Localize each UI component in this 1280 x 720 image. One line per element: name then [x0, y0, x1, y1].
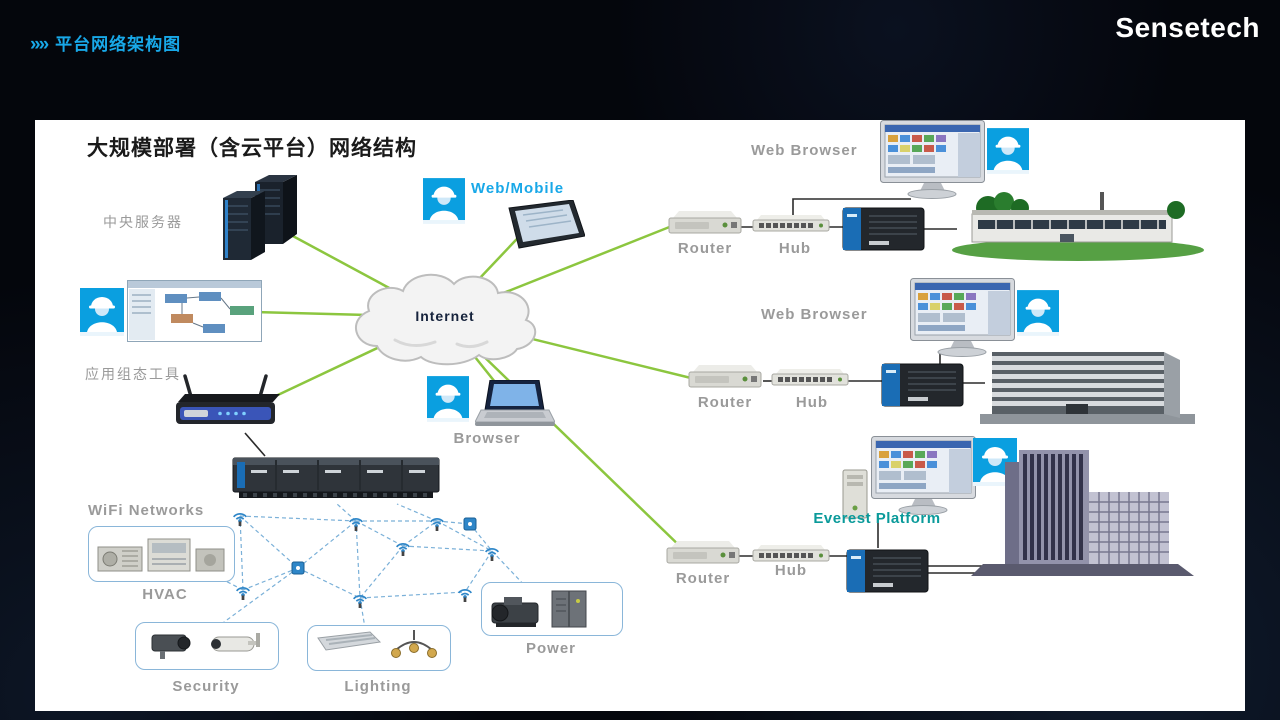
- hub-label: Hub: [778, 240, 812, 257]
- access-point-icon: [463, 517, 477, 531]
- gateway-icon: [880, 360, 965, 410]
- worker-icon: [423, 178, 465, 224]
- hub-label: Hub: [774, 562, 808, 579]
- wifi-node-icon: [427, 511, 447, 531]
- app-config-screenshot: [127, 280, 262, 342]
- power-equipment-icon: [486, 585, 616, 633]
- everest-platform-label: Everest Platform: [813, 510, 941, 527]
- central-server-label: 中央服务器: [103, 214, 183, 230]
- hvac-label: HVAC: [142, 586, 188, 603]
- web-browser-label: Web Browser: [751, 142, 858, 159]
- hub-icon: [751, 214, 831, 236]
- app-tool-label: 应用组态工具: [85, 366, 181, 382]
- worker-icon: [1017, 290, 1059, 336]
- gateway-icon: [845, 546, 930, 596]
- internet-label: Internet: [415, 308, 475, 324]
- router-icon: [685, 364, 765, 394]
- page-title: »» 平台网络架构图: [30, 30, 181, 56]
- hub-icon: [770, 368, 850, 390]
- power-label: Power: [525, 640, 576, 657]
- camera-icon: [140, 625, 275, 667]
- monitor-icon: [871, 436, 976, 516]
- hvac-box: [88, 526, 235, 582]
- router-icon: [665, 210, 745, 240]
- worker-icon: [987, 128, 1029, 174]
- tablet-icon: [503, 200, 585, 252]
- gateway-icon: [841, 204, 926, 254]
- lighting-label: Lighting: [344, 678, 412, 695]
- central-server-icon: [213, 172, 308, 267]
- wifi-node-icon: [230, 506, 250, 526]
- wifi-node-icon: [455, 582, 475, 602]
- worker-icon: [427, 376, 469, 422]
- wifi-node-icon: [346, 511, 366, 531]
- router-icon: [663, 540, 743, 570]
- router-label: Router: [677, 240, 733, 257]
- wifi-node-icon: [233, 580, 253, 600]
- light-fixture-icon: [312, 628, 447, 668]
- diagram-title: 大规模部署（含云平台）网络结构: [87, 137, 417, 160]
- brand-logo: Sensetech: [1115, 12, 1260, 43]
- web-mobile-label: Web/Mobile: [471, 180, 565, 197]
- chevrons-icon: »»: [30, 34, 49, 55]
- security-label: Security: [172, 678, 240, 695]
- wifi-node-icon: [350, 588, 370, 608]
- building-icon: [980, 348, 1195, 430]
- building-icon: [963, 450, 1198, 582]
- page-title-text: 平台网络架构图: [55, 35, 182, 54]
- router-label: Router: [697, 394, 753, 411]
- worker-icon: [80, 288, 124, 336]
- hvac-equipment-icon: [94, 531, 229, 579]
- power-box: [481, 582, 623, 636]
- building-icon: [950, 186, 1205, 264]
- web-browser-label: Web Browser: [761, 306, 868, 323]
- wireless-router-icon: [168, 372, 283, 438]
- lighting-box: [307, 625, 451, 671]
- laptop-icon: [475, 380, 555, 434]
- browser-label: Browser: [453, 430, 521, 447]
- wifi-node-icon: [482, 541, 502, 561]
- plc-controller-icon: [231, 448, 441, 504]
- wifi-networks-label: WiFi Networks: [88, 502, 205, 519]
- wifi-node-icon: [393, 536, 413, 556]
- access-point-icon: [291, 561, 305, 575]
- hub-label: Hub: [795, 394, 829, 411]
- router-label: Router: [675, 570, 731, 587]
- diagram-panel: 大规模部署（含云平台）网络结构 中央服务器 应用组态工具 Internet We…: [35, 120, 1245, 711]
- monitor-icon: [910, 278, 1015, 358]
- security-box: [135, 622, 279, 670]
